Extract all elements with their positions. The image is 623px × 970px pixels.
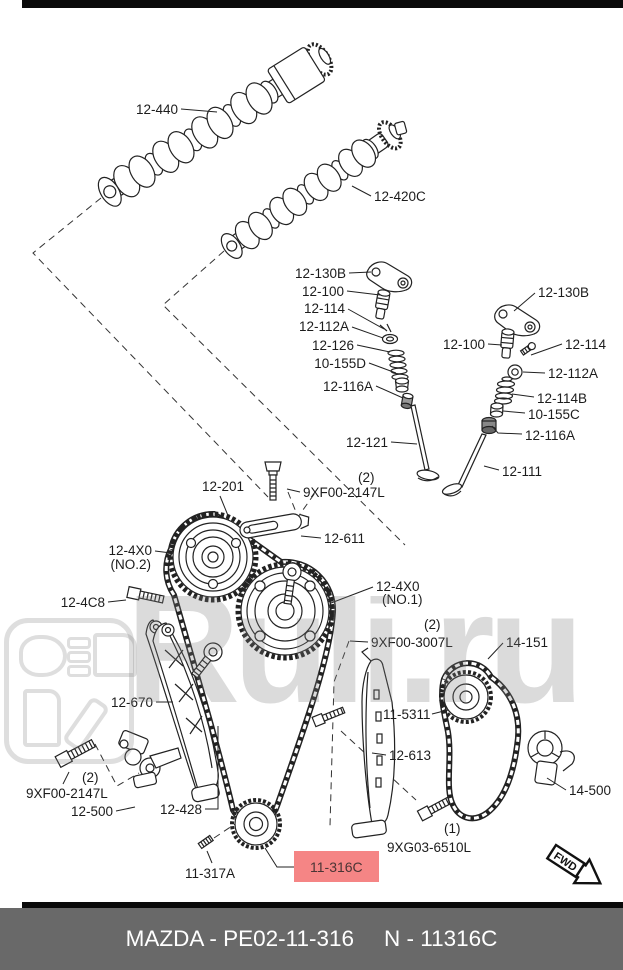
part-label-12-126[interactable]: 12-126 — [312, 338, 354, 353]
leader-lines — [62, 108, 567, 868]
part-label-12-201[interactable]: 12-201 — [202, 479, 244, 494]
bolt-washer-head-lower-drawing — [190, 642, 223, 679]
part-label-12-100-left[interactable]: 12-100 — [302, 284, 344, 299]
part-label-12-121[interactable]: 12-121 — [346, 435, 388, 450]
footer-bar: MAZDA - PE02-11-316 N - 11316C — [0, 908, 623, 970]
bolt-9xf00-2147l-bottom-drawing — [54, 738, 97, 769]
part-label-12-4x0-no2[interactable]: 12-4X0 — [108, 543, 152, 558]
part-label-12-130b-left[interactable]: 12-130B — [295, 266, 346, 281]
part-labels: 12-440 12-420C 12-130B 12-100 12-114 12-… — [26, 102, 611, 881]
part-label-no1: (NO.1) — [382, 592, 423, 607]
part-label-12-428[interactable]: 12-428 — [160, 802, 202, 817]
part-label-12-116a-right[interactable]: 12-116A — [525, 428, 575, 443]
bolt-9xf00-2147l-top-drawing — [264, 461, 282, 501]
oil-pump-sprocket-drawing — [439, 670, 493, 724]
qty-label-3007l: (2) — [424, 617, 441, 632]
part-label-9xf00-3007l[interactable]: 9XF00-3007L — [371, 635, 453, 650]
part-label-12-4c8[interactable]: 12-4C8 — [61, 595, 105, 610]
footer-catalog-code: MAZDA - PE02-11-316 — [125, 926, 355, 951]
part-label-11-316c-selected[interactable]: 11-316C — [310, 859, 363, 875]
chain-guide-upper-drawing — [239, 513, 310, 539]
part-label-14-500[interactable]: 14-500 — [569, 783, 611, 798]
chain-guide-12-428-drawing — [152, 622, 220, 803]
part-label-11-317a[interactable]: 11-317A — [185, 866, 235, 881]
part-label-12-114-left[interactable]: 12-114 — [304, 301, 346, 316]
valve-assembly-left-drawing — [366, 261, 440, 482]
part-label-12-4x0-no1[interactable]: 12-4X0 — [376, 579, 420, 594]
bolt-9xg03-6510l-drawing — [416, 795, 454, 822]
part-label-12-112a-right[interactable]: 12-112A — [548, 366, 598, 381]
part-label-9xf00-2147l-top[interactable]: 9XF00-2147L — [303, 485, 385, 500]
top-border-bar — [22, 0, 623, 8]
highlight-box — [294, 851, 379, 882]
bolt-12-4c8-drawing — [126, 585, 165, 604]
chain-guide-12-613-drawing — [351, 647, 396, 839]
selected-part-highlight[interactable]: 11-316C — [294, 851, 379, 882]
qty-label-6510l: (1) — [444, 821, 461, 836]
part-label-12-114b[interactable]: 12-114B — [537, 391, 587, 406]
bottom-border-bar — [22, 902, 623, 908]
cam-sprocket-no2-drawing — [167, 511, 259, 603]
part-label-12-114-right[interactable]: 12-114 — [565, 337, 607, 352]
oil-chain-tensioner-14-500-drawing — [527, 730, 575, 786]
part-label-12-420c[interactable]: 12-420C — [374, 189, 426, 204]
bolt-washer-head-upper-drawing — [282, 562, 302, 605]
part-label-no2: (NO.2) — [111, 557, 152, 572]
oil-pump-chain-drawing — [439, 660, 522, 822]
part-label-12-100-right[interactable]: 12-100 — [443, 337, 485, 352]
part-label-12-670[interactable]: 12-670 — [111, 695, 153, 710]
fwd-direction-icon: FWD — [545, 843, 603, 885]
qty-label-2147l-top: (2) — [358, 470, 375, 485]
part-label-12-112a-left[interactable]: 12-112A — [299, 319, 349, 334]
qty-label-2147l-bottom: (2) — [82, 770, 99, 785]
chain-tensioner-12-500-drawing — [118, 730, 182, 789]
part-label-12-130b-right[interactable]: 12-130B — [538, 285, 589, 300]
part-label-12-440[interactable]: 12-440 — [136, 102, 178, 117]
part-label-12-500[interactable]: 12-500 — [71, 804, 113, 819]
part-label-10-155c[interactable]: 10-155C — [528, 407, 580, 422]
stud-11-317a-drawing — [197, 834, 215, 850]
cam-sprocket-no1-drawing — [235, 561, 335, 661]
camshaft-exhaust-drawing — [97, 42, 334, 207]
camshaft-intake-drawing — [220, 120, 408, 259]
part-label-12-613[interactable]: 12-613 — [389, 748, 431, 763]
part-label-10-155d[interactable]: 10-155D — [314, 356, 366, 371]
part-label-12-111[interactable]: 12-111 — [502, 464, 542, 479]
part-label-12-116a-left[interactable]: 12-116A — [323, 379, 373, 394]
part-label-9xg03-6510l[interactable]: 9XG03-6510L — [387, 840, 472, 855]
part-label-11-5311[interactable]: 11-5311 — [383, 707, 431, 722]
crank-sprocket-drawing — [230, 798, 282, 850]
part-label-12-611[interactable]: 12-611 — [324, 531, 365, 546]
part-label-9xf00-2147l-bottom[interactable]: 9XF00-2147L — [26, 786, 108, 801]
bolt-9xf00-3007l-drawing — [311, 706, 346, 728]
part-label-14-151[interactable]: 14-151 — [506, 635, 548, 650]
valve-assembly-right-drawing — [441, 304, 541, 497]
footer-part-code: N - 11316C — [384, 926, 498, 951]
